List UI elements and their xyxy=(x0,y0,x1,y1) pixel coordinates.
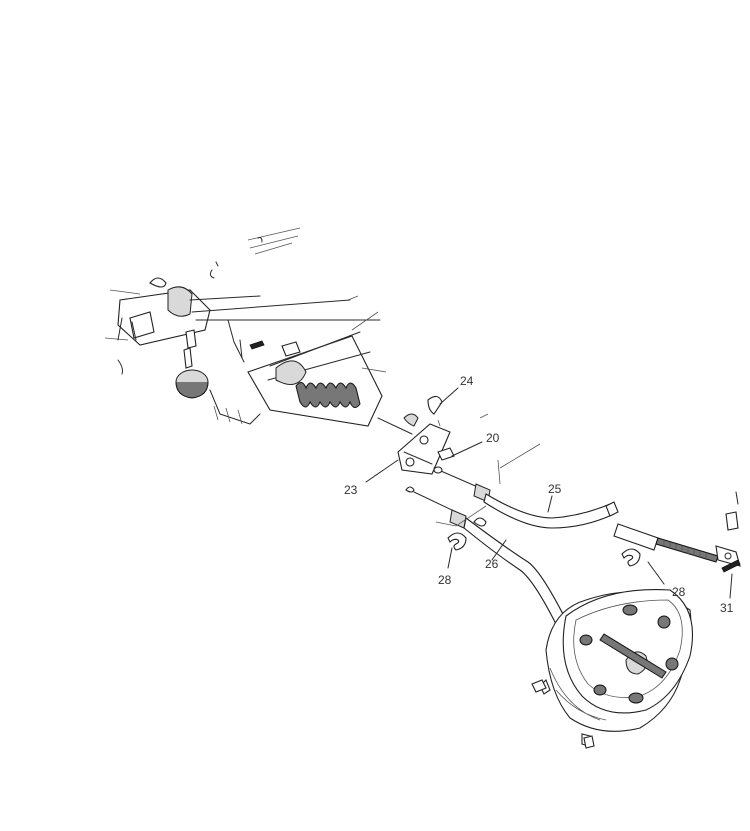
cable-adjuster-rod xyxy=(613,511,741,573)
spring-cap xyxy=(275,360,307,385)
clevis-pin xyxy=(249,340,265,350)
part-20-clip xyxy=(437,447,455,461)
callout-23: 23 xyxy=(344,483,358,497)
callout-28-left: 28 xyxy=(438,573,452,587)
retaining-clip-left xyxy=(447,532,467,551)
callout-26: 26 xyxy=(485,557,499,571)
callout-28-right: 28 xyxy=(672,585,686,599)
part-24-knob xyxy=(427,395,443,415)
brake-lever-assembly xyxy=(104,227,381,425)
compression-spring xyxy=(295,382,361,408)
clevis xyxy=(715,545,741,567)
spring-housing xyxy=(247,295,413,435)
callout-24: 24 xyxy=(460,374,474,388)
clevis-pin-top xyxy=(725,511,739,531)
callout-20: 20 xyxy=(486,431,500,445)
equalizer-bracket xyxy=(397,423,451,475)
cable-25 xyxy=(433,466,619,529)
callout-25: 25 xyxy=(548,482,562,496)
callout-31: 31 xyxy=(720,601,734,615)
lock-nut xyxy=(149,277,167,288)
clip-part xyxy=(403,413,419,427)
pivot-bushing xyxy=(167,286,193,317)
retaining-clip-right xyxy=(621,548,641,567)
leader-lines xyxy=(365,387,739,599)
brake-drum xyxy=(531,589,694,749)
cotter-pin xyxy=(721,559,741,573)
